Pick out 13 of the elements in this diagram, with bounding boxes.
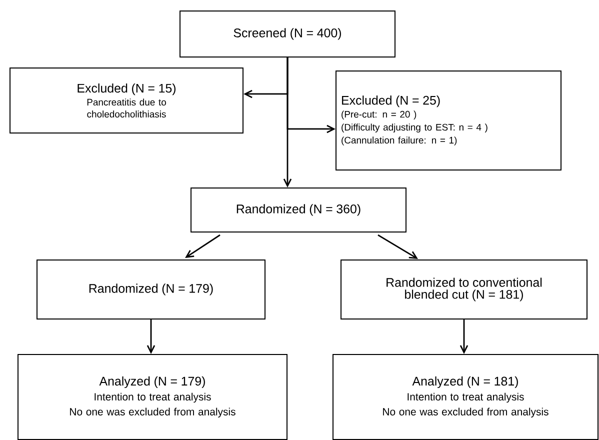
exclusion-box: Excluded (N = 15) Pancreatitis due to choledocholithiasis bbox=[10, 67, 244, 134]
arrow bbox=[378, 234, 418, 259]
arrow bbox=[460, 319, 468, 354]
process-box: Screened (N = 400) bbox=[180, 10, 396, 58]
process-box: Randomized to conventional blended cut (N = 181) bbox=[340, 259, 588, 320]
process-box: Analyzed (N = 181) Intention to treat analysis No one was excluded from analysis bbox=[332, 354, 598, 440]
process-box: Randomized (N = 360) bbox=[190, 187, 406, 232]
arrow bbox=[286, 58, 336, 134]
exclusion-box: Excluded (N = 25) (Pre-cut: n = 20 ) (Difficulty adjusting to EST: n = 4 ) (Cannulation failure: n = 1) bbox=[336, 70, 562, 170]
arrow bbox=[146, 319, 156, 354]
arrow bbox=[185, 234, 220, 258]
process-box: Analyzed (N = 179) Intention to treat analysis No one was excluded from analysis bbox=[18, 354, 288, 440]
process-box: Randomized (N = 179) bbox=[36, 259, 266, 320]
